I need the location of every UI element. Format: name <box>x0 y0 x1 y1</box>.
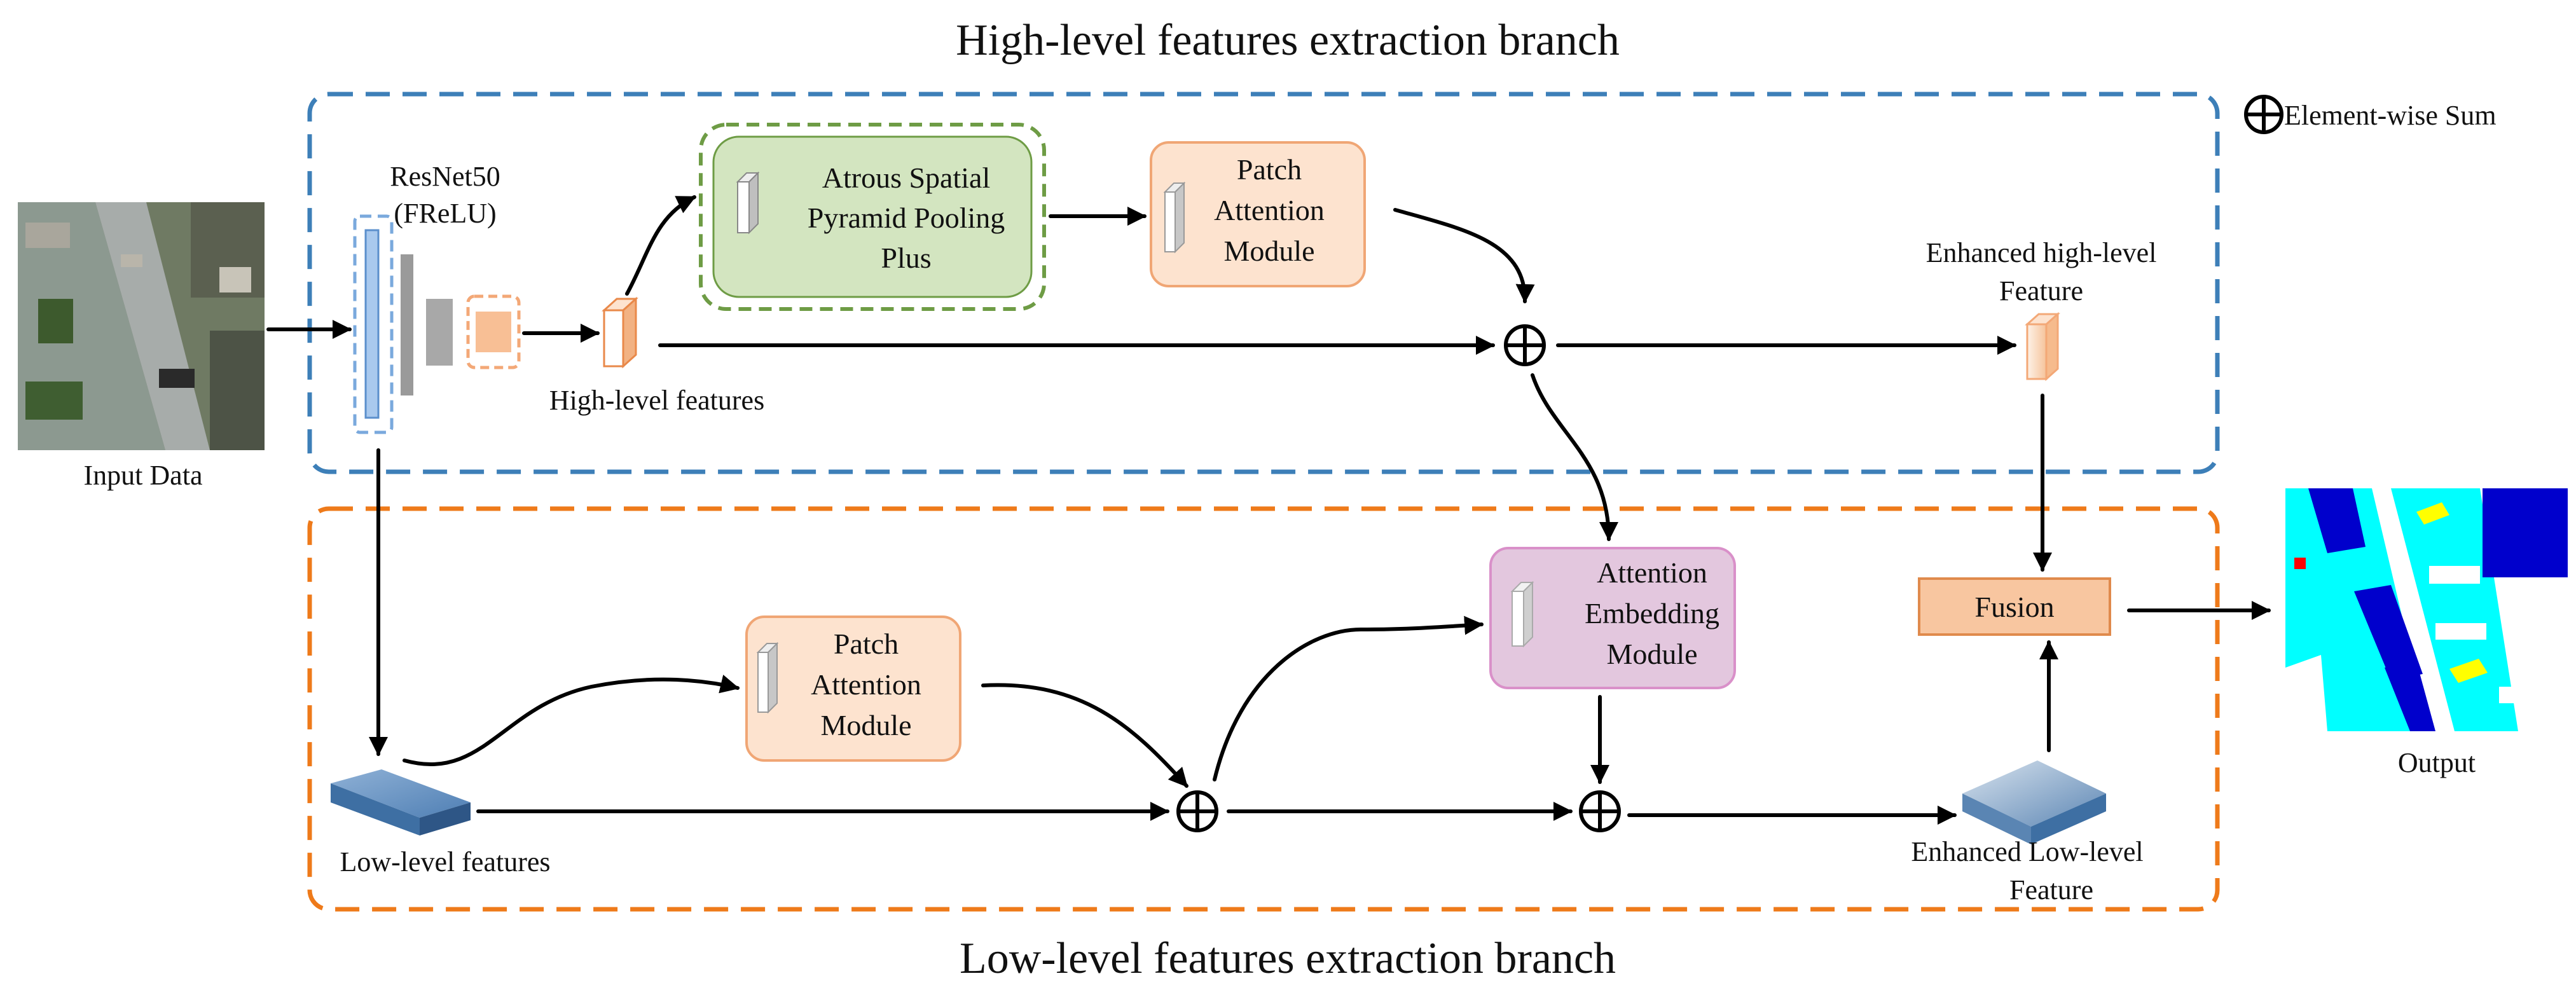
resnet-encoder <box>353 214 521 434</box>
low-branch-border <box>307 506 2220 912</box>
enhanced-low-feature-block <box>1962 760 2106 844</box>
low-level-feature-block <box>331 769 471 835</box>
aem-feature-icon <box>1510 581 1534 648</box>
enh-high-label-line1: Enhanced high-level <box>1926 237 2157 268</box>
enhanced-high-feature-block <box>2025 312 2060 382</box>
sum-node-low-1 <box>1176 790 1218 832</box>
enh-low-label-line2: Feature <box>2009 874 2093 905</box>
pam-low-line3: Module <box>820 709 911 741</box>
aem-line2: Embedding <box>1585 597 1719 629</box>
low-features-label: Low-level features <box>340 846 550 877</box>
input-label: Input Data <box>84 460 203 491</box>
high-features-label: High-level features <box>549 385 764 416</box>
low-branch-title: Low-level features extraction branch <box>960 934 1616 983</box>
output-segmentation-map <box>2285 488 2568 731</box>
high-level-feature-block <box>602 296 638 369</box>
legend-label: Element-wise Sum <box>2284 100 2497 131</box>
fusion-module <box>1918 577 2111 636</box>
arrow-sum-low-aem <box>1213 615 1484 781</box>
arrow-pam-sum-high <box>1393 208 1535 303</box>
enh-high-label-line2: Feature <box>1999 275 2083 306</box>
pam-high-line2: Attention <box>1214 194 1325 226</box>
patch-attention-module-low <box>745 615 961 762</box>
high-branch-title: High-level features extraction branch <box>956 16 1620 65</box>
high-branch-border <box>307 92 2220 474</box>
element-wise-sum-legend: Element-wise Sum <box>2244 95 2497 134</box>
aem-line3: Module <box>1606 638 1697 670</box>
arrow-pam-sum-low <box>981 683 1188 788</box>
output-label: Output <box>2398 747 2476 778</box>
aspp-outer-border <box>699 123 1046 311</box>
enh-low-label-line1: Enhanced Low-level <box>1911 836 2143 867</box>
aspp-module <box>712 135 1033 298</box>
aem-line1: Attention <box>1597 556 1707 589</box>
arrow-sum-aem <box>1531 373 1618 541</box>
arrow-low-pam <box>403 675 740 766</box>
fusion-label: Fusion <box>1974 591 2054 623</box>
arrows <box>266 195 2271 825</box>
pam-low-feature-icon <box>756 642 779 714</box>
sum-node-low-2 <box>1579 790 1621 832</box>
arrow-high-aspp <box>625 195 696 296</box>
aspp-line3: Plus <box>881 242 931 274</box>
pam-high-line1: Patch <box>1237 153 1302 186</box>
patch-attention-module-high <box>1150 141 1366 287</box>
pam-high-feature-icon <box>1163 181 1186 254</box>
pam-low-line1: Patch <box>834 628 899 660</box>
pam-high-line3: Module <box>1223 235 1314 267</box>
resnet-label-line2: (FReLU) <box>394 198 496 229</box>
aspp-feature-icon <box>736 171 760 235</box>
aspp-line1: Atrous Spatial <box>822 162 990 194</box>
attention-embedding-module <box>1489 547 1736 689</box>
aspp-line2: Pyramid Pooling <box>808 202 1005 234</box>
element-wise-sum-icon <box>2244 95 2283 134</box>
input-image <box>18 202 265 450</box>
sum-node-high <box>1504 324 1546 366</box>
resnet-label-line1: ResNet50 <box>390 161 500 192</box>
pam-low-line2: Attention <box>811 668 921 701</box>
